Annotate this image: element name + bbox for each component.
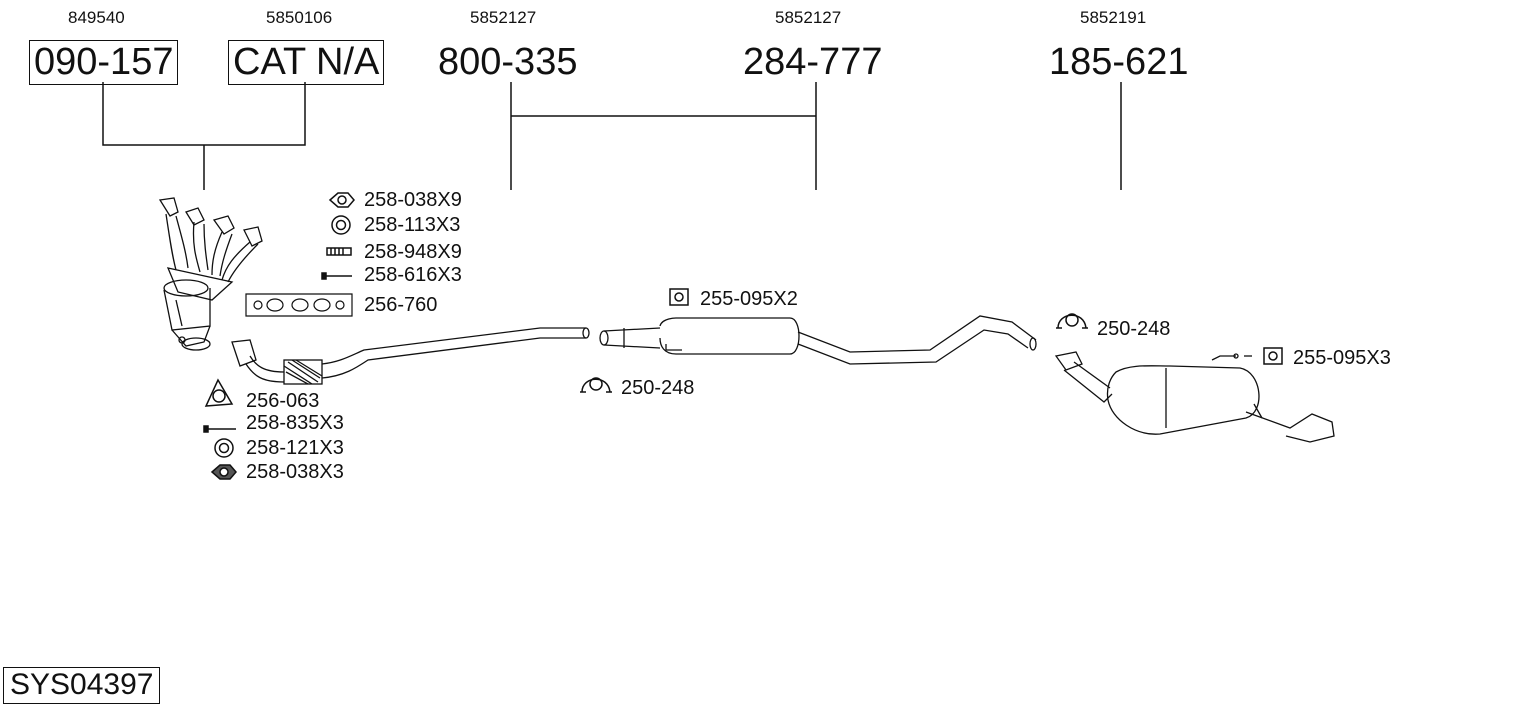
rear-silencer: [1054, 351, 1335, 443]
acc-hanger-1[interactable]: 255-095X2: [700, 288, 798, 310]
system-id: SYS04397: [3, 667, 161, 704]
part-090-157[interactable]: 090-157: [29, 40, 179, 85]
bolt-icon-1: [321, 272, 352, 280]
oe-number-5852127-b: 5852127: [775, 8, 842, 27]
part-cat-na[interactable]: CAT N/A: [228, 40, 385, 85]
front-pipe: [231, 327, 590, 385]
acc-bolt-2[interactable]: 258-835X3: [246, 412, 344, 434]
part-185-621[interactable]: 185-621: [1049, 41, 1189, 83]
stud-icon: [326, 247, 352, 256]
oe-number-5852127-a: 5852127: [470, 8, 537, 27]
acc-ring-2[interactable]: 258-121X3: [246, 437, 344, 459]
acc-ring-1[interactable]: 258-113X3: [364, 214, 461, 236]
part-284-777[interactable]: 284-777: [743, 41, 883, 83]
oe-number-849540: 849540: [68, 8, 125, 27]
acc-stud[interactable]: 258-948X9: [364, 241, 462, 263]
acc-gasket-manifold[interactable]: 256-760: [364, 294, 438, 316]
bolt-icon-2: [203, 425, 236, 433]
flange-gasket-icon: [204, 378, 234, 407]
ring-icon-2: [214, 438, 234, 458]
hanger-icon-1: [669, 288, 689, 306]
nut-icon-2: [210, 464, 237, 480]
oe-number-5850106: 5850106: [266, 8, 333, 27]
ring-icon-1: [331, 215, 351, 235]
nut-icon-1: [328, 192, 355, 208]
part-800-335[interactable]: 800-335: [438, 41, 578, 83]
acc-nut-1[interactable]: 258-038X9: [364, 189, 462, 211]
manifold-gasket-icon: [245, 293, 353, 317]
centre-silencer: [599, 315, 1037, 365]
oe-number-5852191: 5852191: [1080, 8, 1147, 27]
acc-nut-2[interactable]: 258-038X3: [246, 461, 344, 483]
hanger-icon-2: [1263, 347, 1283, 365]
acc-clamp-1[interactable]: 250-248: [621, 377, 695, 399]
acc-bolt-1[interactable]: 258-616X3: [364, 264, 462, 286]
manifold-catalyst: [158, 197, 263, 351]
acc-gasket-flange[interactable]: 256-063: [246, 390, 320, 412]
connector-lines: [102, 82, 1122, 190]
acc-hanger-2[interactable]: 255-095X3: [1293, 347, 1391, 369]
acc-clamp-2[interactable]: 250-248: [1097, 318, 1171, 340]
clamp-icon-2: [1056, 313, 1088, 329]
clamp-icon-1: [580, 377, 612, 393]
